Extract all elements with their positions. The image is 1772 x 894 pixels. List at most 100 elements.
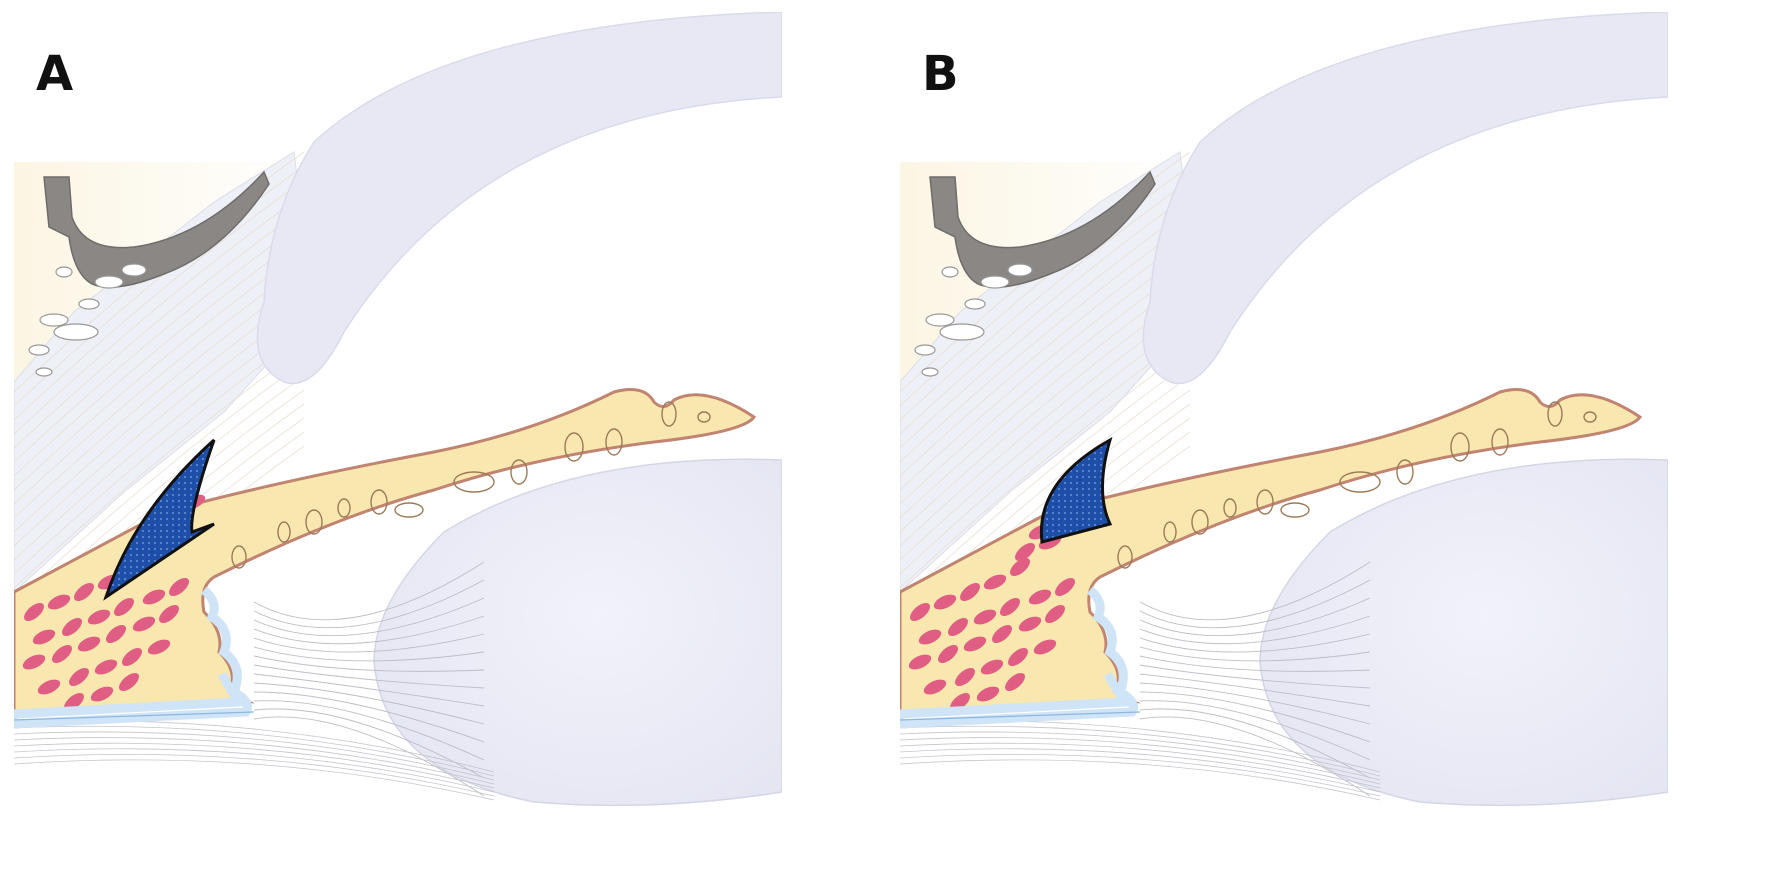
iris-vessel bbox=[277, 521, 291, 543]
iris-vessel bbox=[1280, 502, 1310, 518]
zonular-fiber bbox=[14, 725, 495, 777]
iris-vessel bbox=[697, 411, 711, 423]
vessel-lumen bbox=[53, 323, 99, 341]
lens bbox=[1259, 458, 1668, 807]
zonular-fiber bbox=[253, 615, 485, 645]
iris-vessel bbox=[1339, 471, 1381, 493]
ciliary-muscle-fiber bbox=[1008, 648, 1028, 666]
iris-vessel bbox=[564, 432, 584, 462]
zonular-fiber bbox=[14, 753, 495, 797]
ciliary-muscle-fiber bbox=[114, 598, 134, 616]
zonular-fiber bbox=[1139, 691, 1371, 743]
ciliary-muscle-fiber bbox=[169, 578, 189, 596]
vessel-lumen bbox=[78, 298, 100, 310]
sclera-fiber-line bbox=[14, 193, 305, 435]
zonular-fiber bbox=[253, 716, 485, 797]
ciliary-muscle-fiber bbox=[74, 583, 94, 601]
zonular-fiber bbox=[253, 664, 485, 689]
ciliary-muscle-fiber bbox=[64, 693, 84, 711]
ciliary-muscle-fiber bbox=[950, 693, 970, 711]
zonular-fiber bbox=[1139, 716, 1371, 797]
zonular-fiber bbox=[1139, 700, 1371, 761]
panel-b: B bbox=[900, 12, 1668, 882]
iris-vessel bbox=[1117, 545, 1133, 569]
eye-anatomy-diagram-a bbox=[14, 12, 782, 807]
lens bbox=[373, 458, 782, 807]
epithelium-border bbox=[14, 711, 255, 721]
ciliary-muscle-fiber bbox=[1018, 616, 1042, 632]
vessel-lumen bbox=[941, 266, 959, 278]
iris-vessel bbox=[1396, 459, 1414, 485]
panel-label-b: B bbox=[922, 46, 959, 102]
zonular-fiber bbox=[14, 759, 495, 801]
sclera-fiber-line bbox=[14, 347, 305, 589]
pigment-epithelium bbox=[900, 586, 1138, 729]
zonular-fiber bbox=[1139, 673, 1371, 707]
ciliary-muscle-fiber bbox=[1010, 558, 1030, 576]
vessel-lumen bbox=[28, 344, 50, 356]
zonular-fiber bbox=[900, 742, 1381, 789]
ciliary-muscle-fiber bbox=[980, 659, 1004, 675]
iris-vessel bbox=[231, 545, 247, 569]
iris-vessel bbox=[453, 471, 495, 493]
sclera-fiber-line bbox=[900, 361, 1191, 603]
zonular-fiber bbox=[253, 597, 485, 637]
zonular-fiber bbox=[253, 561, 485, 621]
iris-vessel bbox=[605, 428, 623, 456]
vessel-lumen bbox=[55, 266, 73, 278]
pigment-epithelium bbox=[14, 586, 252, 729]
ciliary-muscle-fiber bbox=[918, 629, 942, 645]
ciliary-muscle-fiber bbox=[119, 673, 139, 691]
ciliary-muscle-fiber bbox=[132, 616, 156, 632]
cornea bbox=[1142, 12, 1668, 385]
vessel-lumen bbox=[35, 367, 53, 377]
vessel-lumen bbox=[914, 344, 936, 356]
sclera-fiber-line bbox=[900, 193, 1191, 435]
ciliary-muscle-fiber bbox=[960, 583, 980, 601]
ciliary-muscle-fiber bbox=[69, 668, 89, 686]
ciliary-muscle-fiber bbox=[1055, 578, 1075, 596]
eye-anatomy-diagram-b bbox=[900, 12, 1668, 807]
ciliary-muscle-fiber bbox=[147, 639, 171, 655]
sclera-fiber-line bbox=[14, 179, 305, 421]
ciliary-muscle-fiber bbox=[22, 654, 46, 670]
iris-vessel bbox=[1547, 401, 1563, 427]
zonular-fiber bbox=[253, 673, 485, 707]
sclera-fiber-line bbox=[900, 347, 1191, 589]
vessel-lumen bbox=[925, 313, 955, 327]
vessel-lumen bbox=[964, 298, 986, 310]
ciliary-muscle-fiber bbox=[24, 603, 44, 621]
iris-vessel bbox=[510, 459, 528, 485]
iris-vessel bbox=[661, 401, 677, 427]
zonular-fiber bbox=[1139, 664, 1371, 689]
ciliary-muscle-fiber bbox=[159, 605, 179, 623]
zonular-fiber bbox=[253, 579, 485, 629]
vessel-lumen bbox=[980, 275, 1010, 289]
zonular-fiber bbox=[253, 646, 485, 662]
zonular-fiber bbox=[253, 708, 485, 779]
iris-vessel bbox=[1256, 489, 1274, 515]
ciliary-muscle-fiber bbox=[142, 589, 166, 605]
iris-vessel bbox=[1583, 411, 1597, 423]
ciliary-muscle-fiber bbox=[923, 679, 947, 695]
sclera-fiber-line bbox=[14, 221, 305, 463]
vessel-lumen bbox=[39, 313, 69, 327]
zonular-fiber bbox=[900, 748, 1381, 793]
zonular-fiber bbox=[1139, 646, 1371, 662]
zonular-fiber bbox=[1139, 633, 1371, 653]
ciliary-muscle-fiber bbox=[1028, 589, 1052, 605]
ciliary-muscle-fiber bbox=[955, 668, 975, 686]
ciliary-muscle-fiber bbox=[47, 594, 71, 610]
zonular-fiber bbox=[1139, 579, 1371, 629]
panel-label-a: A bbox=[36, 46, 74, 102]
vessel-lumen bbox=[1007, 263, 1033, 277]
ciliary-muscle-fiber bbox=[983, 574, 1007, 590]
sclera-fiber-line bbox=[900, 235, 1191, 477]
sclera-fiber-line bbox=[14, 165, 305, 407]
zonular-fiber bbox=[14, 748, 495, 793]
ciliary-muscle-fiber bbox=[37, 679, 61, 695]
iris-vessel bbox=[1223, 498, 1237, 518]
iris-vessel bbox=[394, 502, 424, 518]
ciliary-body bbox=[900, 388, 1643, 714]
ciliary-muscle-fiber bbox=[1000, 598, 1020, 616]
